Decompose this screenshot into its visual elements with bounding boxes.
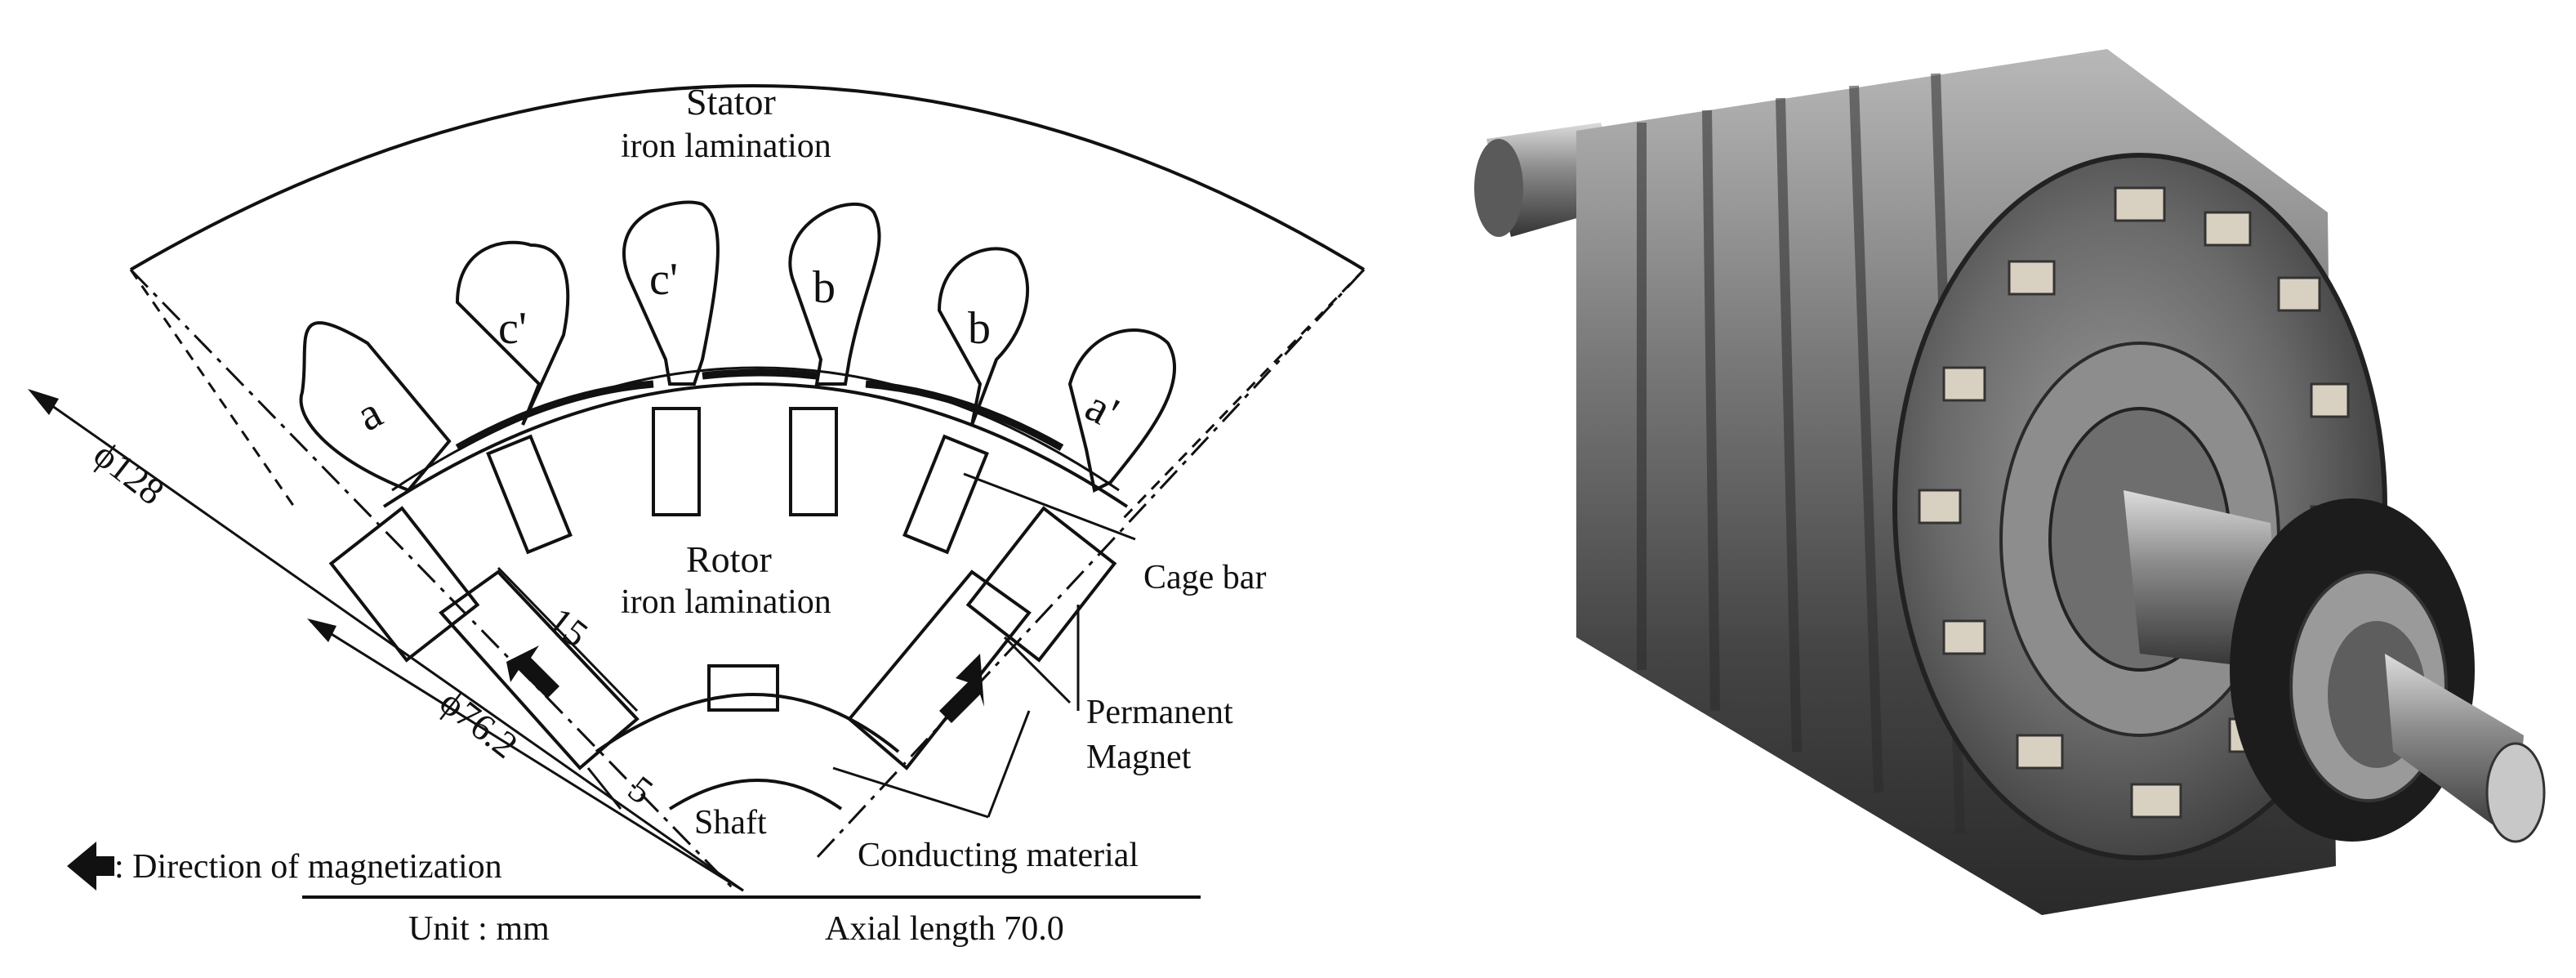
- magnet-end-block: [965, 506, 1117, 663]
- stator-slot: [622, 200, 720, 386]
- permanent-magnets: [328, 506, 1117, 770]
- centerline: [815, 268, 1366, 860]
- dim-outer-line: [32, 391, 744, 892]
- dim-width-label: 5: [621, 767, 662, 811]
- leader-line: [987, 710, 1031, 818]
- leader-line: [832, 766, 989, 819]
- permanent-magnet-label-1: Permanent: [1086, 694, 1233, 731]
- stator-slot: [299, 321, 452, 493]
- cage-bar: [486, 434, 573, 555]
- stator-outer-arc: [129, 84, 1366, 271]
- stator-slot: [788, 203, 881, 386]
- permanent-magnet: [847, 569, 1032, 770]
- direction-legend: : Direction of magnetization: [114, 848, 502, 886]
- stator-slot: [937, 247, 1029, 426]
- cage-bar-ends: [1918, 186, 2350, 819]
- cage-bar: [902, 434, 989, 555]
- rotor-inner-arc: [595, 693, 900, 753]
- rotor-subtitle: iron lamination: [621, 583, 831, 621]
- conducting-material-label: Conducting material: [858, 837, 1139, 874]
- rotor-photo: [1474, 49, 2546, 915]
- tooth-tips: [455, 368, 1064, 451]
- dim-magnet-width: [586, 767, 622, 810]
- slot-label: a': [1077, 381, 1126, 439]
- rotor-shaft-tip-end: [2485, 742, 2546, 843]
- dim-outer-label: ϕ128: [87, 433, 172, 513]
- slot-label: b: [813, 262, 836, 313]
- stator-slot: [455, 240, 570, 426]
- permanent-magnet: [439, 569, 640, 770]
- rotor-title: Rotor: [686, 538, 772, 580]
- dim-inner-line: [310, 619, 744, 892]
- cage-bars: [486, 407, 989, 555]
- dim-length-label: 15: [541, 599, 596, 655]
- arrow-head: [307, 619, 336, 642]
- dim-magnet-length: [497, 566, 639, 712]
- magnetization-arrow: [939, 654, 984, 723]
- leader-line: [1003, 636, 1072, 704]
- shaft-arc: [668, 779, 843, 811]
- stator-title: Stator: [686, 81, 776, 123]
- axial-length-label: Axial length 70.0: [825, 910, 1064, 948]
- stator-slot: [1067, 328, 1177, 493]
- leader-line: [963, 472, 1136, 541]
- slot-label: b: [968, 303, 991, 354]
- stator-subtitle: iron lamination: [621, 127, 831, 165]
- centerline: [129, 268, 737, 892]
- unit-label: Unit : mm: [408, 910, 550, 948]
- rotor-outer-arc: [382, 382, 1129, 508]
- magnet-end-block: [328, 506, 480, 663]
- rotor-shaft-left-end: [1474, 139, 1523, 237]
- direction-legend-arrow-icon: [67, 842, 114, 891]
- magnetization-arrow: [506, 645, 559, 699]
- permanent-magnet-label-2: Magnet: [1086, 739, 1192, 776]
- rotor-center-slot: [707, 664, 779, 712]
- slot-label: a: [349, 387, 390, 441]
- slot-label: c': [498, 303, 527, 354]
- arrow-head: [28, 389, 59, 415]
- cage-bar: [789, 407, 838, 516]
- motor-cross-section: a c' c' b b a': [28, 81, 1366, 948]
- slot-label: c': [649, 254, 678, 305]
- stator-slots: [299, 200, 1177, 493]
- cage-bar: [652, 407, 701, 516]
- stator-left-edge: [129, 269, 296, 507]
- cage-bar-label: Cage bar: [1143, 559, 1266, 596]
- shaft-label: Shaft: [694, 804, 767, 842]
